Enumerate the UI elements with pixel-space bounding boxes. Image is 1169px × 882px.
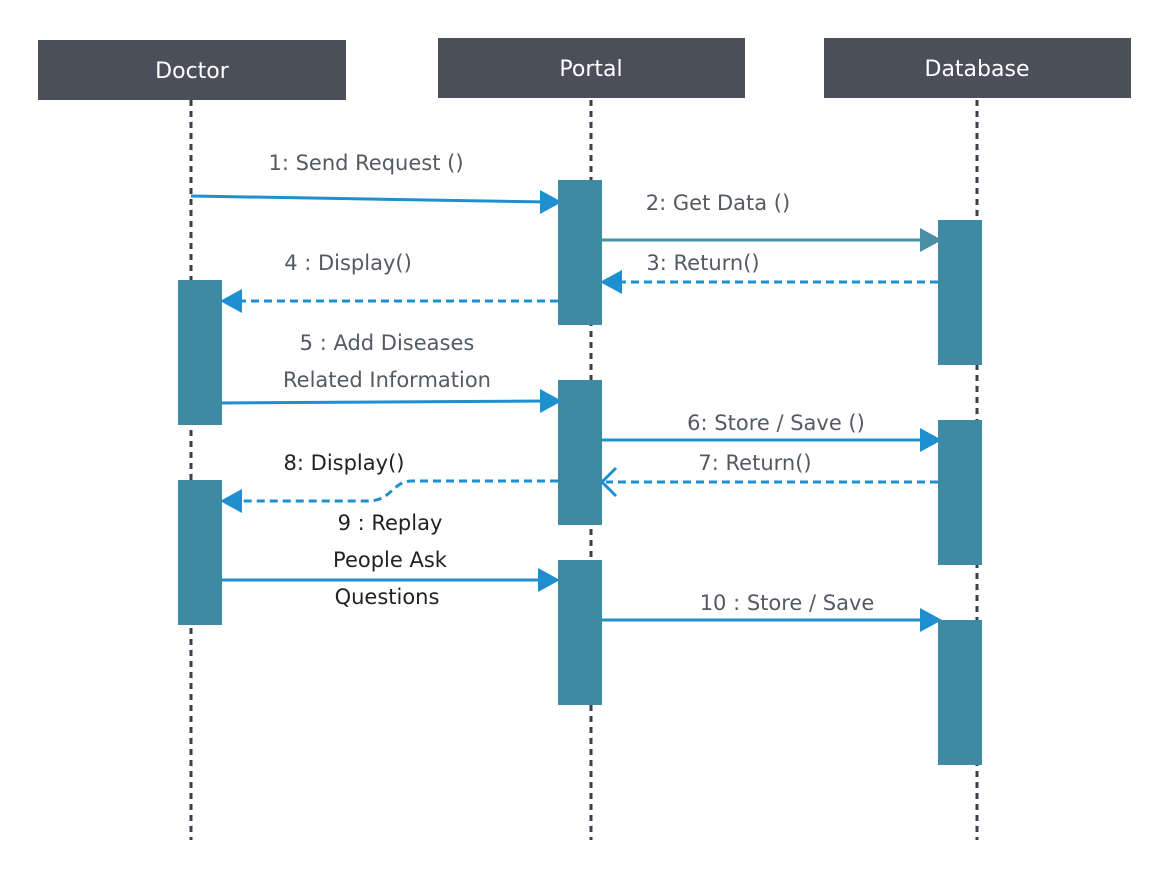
message-7-arrowhead — [599, 466, 618, 498]
message-2-label: 2: Get Data () — [646, 191, 790, 215]
database-activation-3 — [938, 620, 982, 765]
portal-actor: Portal — [438, 38, 745, 98]
doctor-activation-2 — [178, 480, 222, 625]
message-4-arrowhead — [220, 289, 242, 313]
message-3-arrowhead — [600, 270, 622, 294]
message-1-send-request: 1: Send Request () — [190, 151, 562, 214]
message-9-label-line-1: 9 : Replay — [338, 511, 443, 535]
doctor-actor: Doctor — [38, 40, 346, 100]
doctor-activation-1 — [178, 280, 222, 425]
portal-activation-1 — [558, 180, 602, 325]
message-10-label: 10 : Store / Save — [700, 591, 875, 615]
message-9-replay: 9 : Replay People Ask Questions — [222, 511, 560, 609]
message-3-return: 3: Return() — [600, 251, 938, 294]
message-6-arrowhead — [920, 428, 942, 452]
message-8-display: 8: Display() — [220, 451, 558, 513]
message-8-arrow — [238, 479, 558, 503]
message-5-label-line-2: Related Information — [283, 368, 491, 392]
message-1-label: 1: Send Request () — [268, 151, 463, 175]
doctor-actor-box — [38, 40, 346, 100]
message-5-arrowhead — [540, 389, 562, 413]
database-actor-label: Database — [925, 57, 1030, 82]
message-2-get-data: 2: Get Data () — [602, 191, 942, 252]
message-4-label: 4 : Display() — [284, 251, 412, 275]
database-activation-2 — [938, 420, 982, 565]
portal-activation-3 — [558, 560, 602, 705]
message-9-label-line-2: People Ask — [333, 548, 448, 572]
message-7-label: 7: Return() — [698, 451, 811, 475]
message-2-arrowhead — [920, 228, 942, 252]
message-5-arrow — [221, 399, 549, 405]
message-7-return: 7: Return() — [599, 451, 938, 498]
message-4-display: 4 : Display() — [220, 251, 558, 313]
message-9-arrowhead — [538, 568, 560, 592]
database-actor-box — [824, 38, 1131, 98]
message-10-store-save: 10 : Store / Save — [602, 591, 942, 632]
message-6-store-save: 6: Store / Save () — [602, 411, 942, 452]
message-10-arrowhead — [920, 608, 942, 632]
message-9-label-line-3: Questions — [335, 585, 440, 609]
doctor-actor-label: Doctor — [155, 59, 230, 84]
message-5-add-diseases: 5 : Add Diseases Related Information — [221, 331, 562, 413]
portal-actor-box — [438, 38, 745, 98]
message-1-arrow — [190, 194, 549, 204]
message-3-label: 3: Return() — [646, 251, 759, 275]
message-6-label: 6: Store / Save () — [687, 411, 865, 435]
message-8-arrowhead — [220, 489, 242, 513]
message-1-arrowhead — [540, 190, 562, 214]
message-5-label-line-1: 5 : Add Diseases — [300, 331, 475, 355]
message-8-label: 8: Display() — [284, 451, 405, 475]
portal-activation-2 — [558, 380, 602, 525]
database-activation-1 — [938, 220, 982, 365]
portal-actor-label: Portal — [559, 57, 622, 82]
database-actor: Database — [824, 38, 1131, 98]
